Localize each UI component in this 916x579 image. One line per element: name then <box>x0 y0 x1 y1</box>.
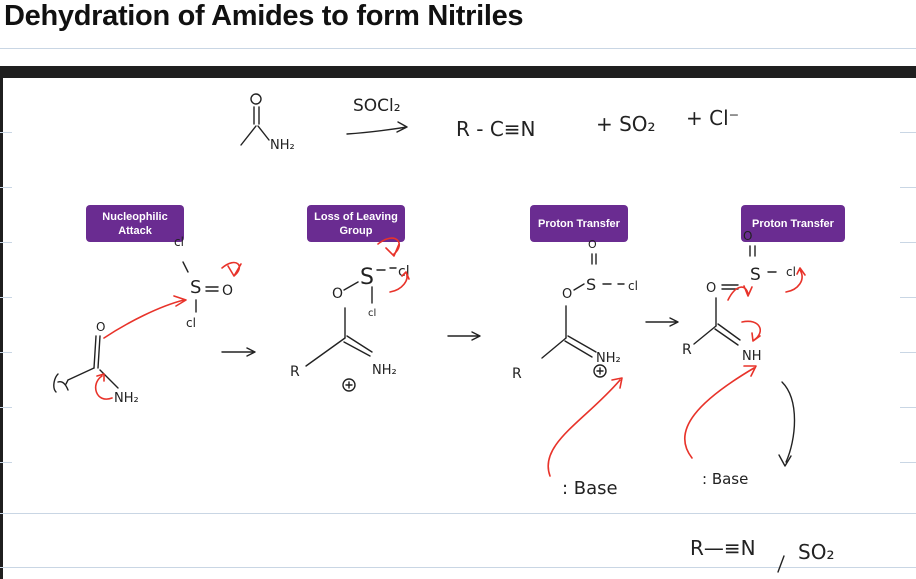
svg-text:cl: cl <box>628 279 638 293</box>
notebook-rule <box>900 352 916 353</box>
svg-text:O: O <box>96 320 105 334</box>
red-arrow-scl-bond <box>389 271 410 293</box>
notebook-rule <box>900 132 916 133</box>
badge-proton-transfer-2: Proton Transfer <box>741 205 845 242</box>
step2-intermediate: O S cl cl R NH₂ <box>290 264 410 392</box>
page-title: Dehydration of Amides to form Nitriles <box>4 0 524 32</box>
svg-text:NH: NH <box>742 349 762 364</box>
red-arrow-o-s-step4 <box>727 285 753 301</box>
badge-loss-of-leaving-group: Loss of Leaving Group <box>307 205 405 242</box>
badge-nucleophilic-attack: Nucleophilic Attack <box>86 205 184 242</box>
step1-amide: O NH₂ <box>53 320 139 406</box>
svg-text:NH₂: NH₂ <box>372 363 397 378</box>
reagent-label: SOCl₂ <box>353 96 401 116</box>
notebook-rule <box>0 187 12 188</box>
step1-socl2: cl S O cl <box>174 235 233 330</box>
step3-intermediate: O O S cl R NH₂ <box>512 238 638 382</box>
svg-text:S: S <box>360 265 374 290</box>
reaction-arrow-top <box>346 121 408 135</box>
notebook-rule <box>0 462 12 463</box>
red-arrow-scl-step4 <box>785 267 806 293</box>
amide-nh2-label: NH₂ <box>270 138 295 153</box>
notebook-rule <box>0 352 12 353</box>
svg-text:cl: cl <box>786 265 796 279</box>
notebook-rule <box>0 513 916 514</box>
svg-text:cl: cl <box>186 316 196 330</box>
svg-text:R: R <box>682 342 692 358</box>
svg-text:O: O <box>588 238 597 251</box>
red-arrow-cl-leaving <box>377 237 400 257</box>
svg-text:cl: cl <box>174 235 184 249</box>
final-nitrile-label: R—≡N <box>690 536 756 560</box>
svg-text:cl: cl <box>398 264 410 280</box>
svg-text:O: O <box>332 286 343 302</box>
svg-text:S: S <box>750 265 761 285</box>
step4-intermediate: O O S cl R NH <box>682 229 796 364</box>
base-arrow <box>778 381 796 467</box>
notebook-rule <box>0 132 12 133</box>
red-arrow-n-lone-pair <box>94 373 113 400</box>
svg-text:O: O <box>562 287 572 302</box>
red-arrow-base-1 <box>547 377 623 477</box>
nitrile-product-label: R - C≡N <box>456 117 536 141</box>
notebook-rule <box>900 242 916 243</box>
svg-text:O: O <box>743 229 752 243</box>
notebook-rule <box>0 567 916 568</box>
svg-text:cl: cl <box>368 308 376 319</box>
notebook-rule <box>900 462 916 463</box>
notebook-rule <box>0 407 12 408</box>
red-arrow-o-to-s <box>103 295 187 339</box>
svg-text:NH₂: NH₂ <box>596 351 621 366</box>
base-label-2: : Base <box>702 470 749 488</box>
notebook-rule <box>0 242 12 243</box>
svg-text:O: O <box>222 283 233 299</box>
chloride-byproduct-label: + Cl⁻ <box>686 106 740 130</box>
step-arrow-3 <box>645 317 679 327</box>
svg-text:S: S <box>190 277 201 298</box>
step-arrow-1 <box>221 347 256 357</box>
red-arrow-so-bond <box>221 261 242 277</box>
svg-text:S: S <box>586 275 596 294</box>
notebook-rule <box>900 407 916 408</box>
header-divider <box>0 66 916 78</box>
step-arrow-2 <box>447 331 481 341</box>
badge-proton-transfer-1: Proton Transfer <box>530 205 628 242</box>
final-separator <box>777 555 785 573</box>
svg-text:NH₂: NH₂ <box>114 391 139 406</box>
svg-text:O: O <box>706 281 716 296</box>
notebook-rule <box>0 297 12 298</box>
notebook-rule <box>900 187 916 188</box>
svg-text:R: R <box>512 366 522 382</box>
so2-byproduct-label: + SO₂ <box>596 112 656 136</box>
final-so2-label: SO₂ <box>798 540 835 564</box>
left-margin-bar <box>0 66 3 579</box>
base-label-1: : Base <box>562 478 618 499</box>
notebook-rule <box>900 297 916 298</box>
red-arrow-base-2 <box>684 365 757 459</box>
notebook-rule <box>0 48 916 49</box>
red-arrow-nh-bond <box>741 320 762 342</box>
amide-structure-top <box>240 93 270 146</box>
svg-text:R: R <box>290 364 300 380</box>
